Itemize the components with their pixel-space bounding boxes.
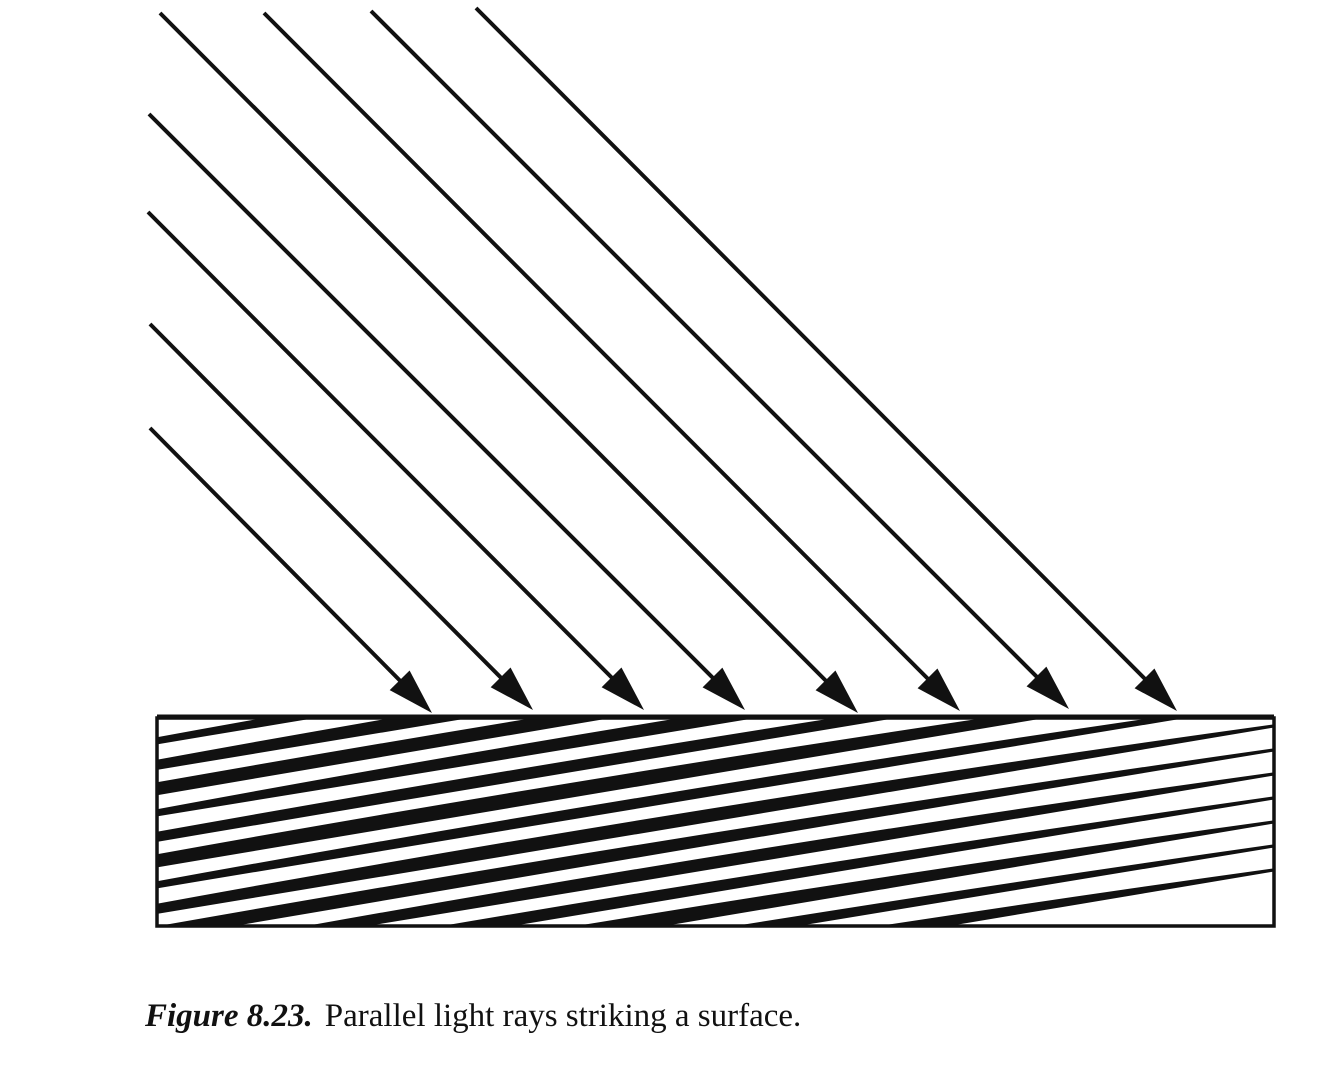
surface-block	[155, 714, 1276, 928]
hatch-stripe	[157, 718, 1046, 868]
ray-line	[262, 11, 932, 683]
ray-line	[148, 426, 404, 685]
light-ray	[147, 112, 745, 710]
hatch-stripe	[157, 718, 316, 745]
light-ray	[474, 6, 1177, 711]
ray-line	[146, 210, 616, 682]
light-rays	[146, 6, 1177, 713]
figure-label: Figure 8.23.	[145, 998, 313, 1034]
figure-caption: Figure 8.23. Parallel light rays striking…	[145, 998, 801, 1035]
arrowhead-icon	[917, 668, 960, 711]
ray-line	[147, 112, 717, 682]
arrowhead-icon	[1026, 666, 1069, 709]
hatch-stripe	[576, 820, 1274, 926]
light-ray	[369, 9, 1069, 709]
light-ray	[148, 426, 432, 713]
hatch-stripe	[157, 718, 756, 817]
arrowhead-icon	[815, 670, 858, 713]
figure-caption-text: Parallel light rays striking a surface.	[324, 998, 802, 1034]
arrowhead-icon	[601, 667, 644, 710]
hatch-stripe	[306, 772, 1274, 926]
hatch-stripe	[735, 844, 1274, 926]
ray-line	[369, 9, 1041, 681]
light-ray	[262, 11, 960, 711]
hatch-stripe	[158, 748, 1274, 926]
hatch-stripe	[879, 868, 1274, 926]
surface-hatching	[157, 718, 1274, 926]
ray-line	[474, 6, 1149, 683]
light-ray	[146, 210, 644, 710]
hatch-stripe	[441, 796, 1274, 926]
arrowhead-icon	[1134, 668, 1177, 711]
arrowhead-icon	[490, 667, 533, 710]
light-ray	[148, 322, 533, 710]
hatch-stripe	[157, 724, 1274, 914]
light-ray	[158, 11, 858, 713]
hatch-stripe	[157, 718, 470, 770]
ray-line	[148, 322, 505, 682]
arrowhead-icon	[702, 667, 745, 710]
ray-line	[158, 11, 830, 685]
arrowhead-icon	[389, 670, 432, 713]
